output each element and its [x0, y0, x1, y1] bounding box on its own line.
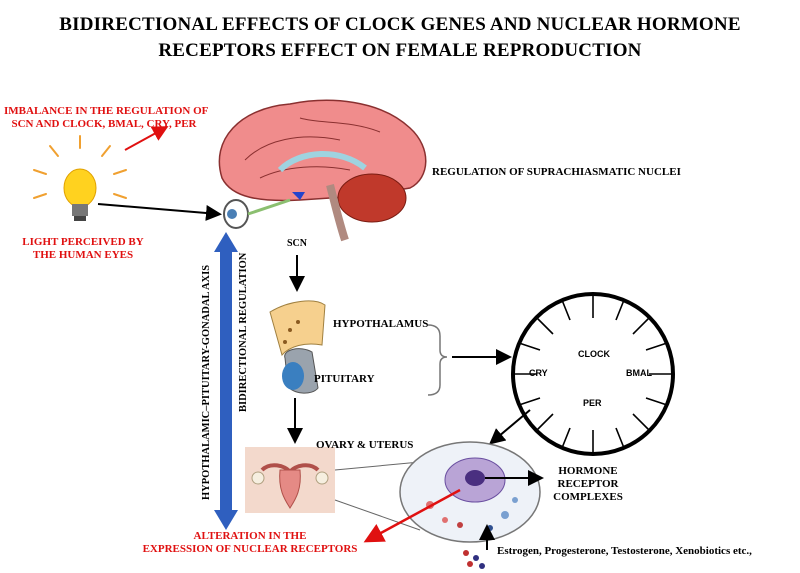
bracket — [427, 324, 448, 396]
red-arrow-imbalance — [124, 126, 169, 151]
bidirectional-label: BIDIRECTIONAL REGULATION — [238, 252, 249, 412]
cry-label: CRY — [529, 368, 548, 378]
pituitary-label: PITUITARY — [314, 373, 375, 385]
scn-label: SCN — [287, 238, 308, 249]
hormones-list-label: Estrogen, Progesterone, Testosterone, Xe… — [497, 545, 752, 557]
light-label-1: LIGHT PERCEIVED BY — [22, 236, 144, 248]
red-arrow-alteration — [363, 488, 461, 543]
zoom-line-top — [334, 461, 421, 471]
hormone-label-1: HORMONE — [558, 465, 618, 477]
cell-illustration — [399, 441, 541, 543]
hypothalamus-illustration — [269, 300, 326, 357]
brain-illustration — [218, 99, 427, 242]
title-line-2: RECEPTORS EFFECT ON FEMALE REPRODUCTION — [158, 40, 642, 61]
clock-label: CLOCK — [578, 349, 610, 359]
hormone-molecules-icon — [463, 550, 485, 569]
light-label-2: THE HUMAN EYES — [32, 249, 134, 261]
ovary-uterus-label: OVARY & UTERUS — [316, 439, 414, 451]
hypothalamus-label: HYPOTHALAMUS — [333, 318, 429, 330]
hormone-label-3: COMPLEXES — [553, 491, 623, 503]
pituitary-illustration — [282, 348, 319, 394]
hormone-label-2: RECEPTOR — [557, 478, 619, 490]
light-bulb-icon — [33, 135, 127, 221]
imbalance-label-1: IMBALANCE IN THE REGULATION OF — [4, 105, 209, 117]
uterus-illustration — [245, 447, 335, 513]
light-to-eye-arrow — [97, 203, 222, 221]
hpg-axis-label: HYPOTHALAMIC–PITUITARY-GONADAL AXIS — [201, 264, 212, 500]
imbalance-label-2: SCN AND CLOCK, BMAL, CRY, PER — [11, 118, 197, 130]
hpg-axis-double-arrow — [214, 232, 238, 530]
clock-to-cell-arrow — [488, 409, 531, 445]
alteration-label-2: EXPRESSION OF NUCLEAR RECEPTORS — [142, 543, 358, 555]
clock-wheel — [511, 292, 675, 456]
scn-regulation-label: REGULATION OF SUPRACHIASMATIC NUCLEI — [432, 166, 681, 178]
bmal-label: BMAL — [626, 368, 652, 378]
title-line-1: BIDIRECTIONAL EFFECTS OF CLOCK GENES AND… — [59, 14, 741, 35]
alteration-label-1: ALTERATION IN THE — [193, 530, 307, 542]
per-label: PER — [583, 398, 602, 408]
eye-icon — [223, 198, 291, 229]
zoom-line-bottom — [334, 499, 421, 531]
